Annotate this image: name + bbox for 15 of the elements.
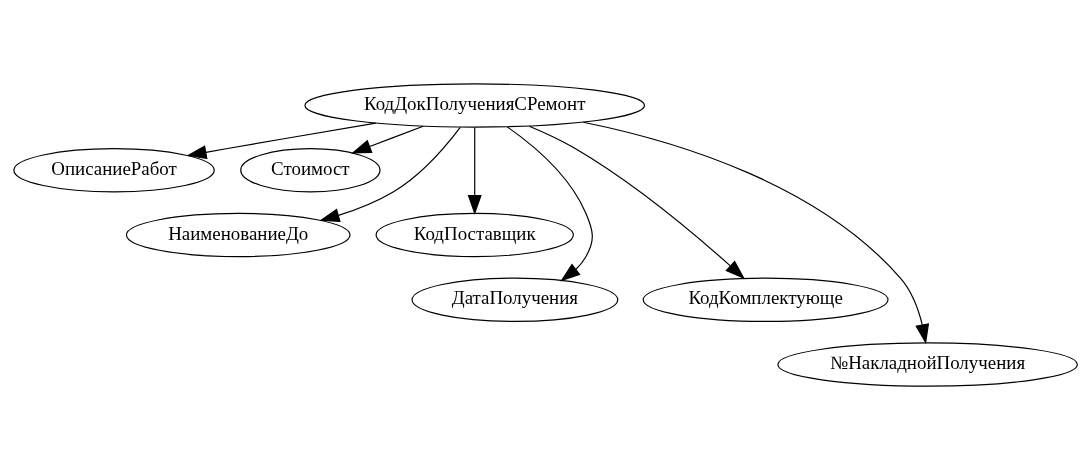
arrow	[467, 126, 482, 215]
arrow	[319, 126, 461, 222]
node-ellipse: ДатаПолучения	[411, 277, 619, 322]
node-ellipse: КодПоставщик	[375, 212, 574, 257]
node-ellipse: НаименованиеДо	[125, 212, 351, 257]
arrow	[351, 125, 424, 154]
node-ellipse: №НакладнойПолучения	[777, 341, 1078, 387]
node-ellipse: ОписаниеРабот	[13, 147, 215, 192]
node-ellipse: КодДокПолученияСРемонт	[304, 82, 646, 128]
arrow	[528, 125, 745, 279]
arrow	[582, 121, 930, 344]
arrow	[506, 125, 593, 281]
arrow	[186, 122, 377, 159]
node-ellipse: КодКомплектующе	[642, 277, 889, 322]
node-ellipse: Стоимост	[240, 147, 381, 192]
